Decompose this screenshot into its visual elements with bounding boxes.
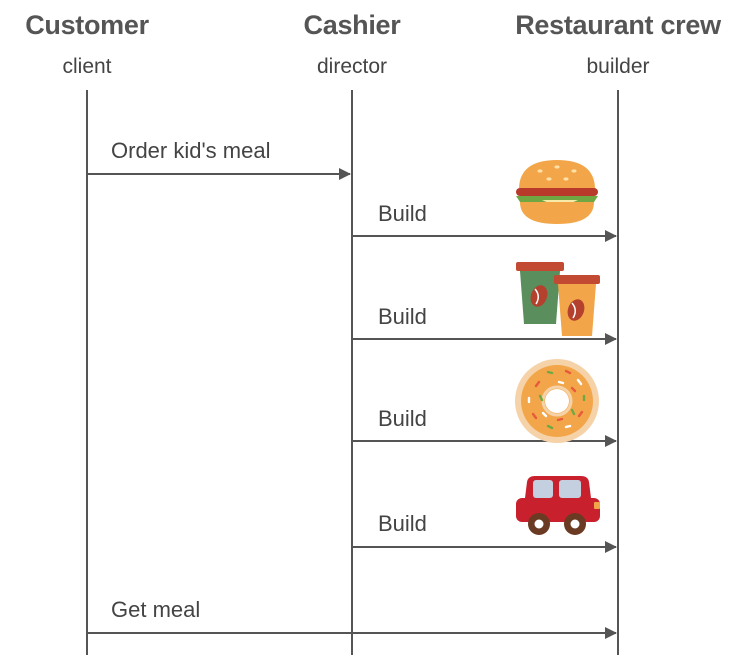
- message-label-build-1: Build: [378, 201, 427, 226]
- coffee-cups-icon: [516, 262, 600, 336]
- actor-customer-role: client: [62, 55, 112, 78]
- message-label-build-4: Build: [378, 511, 427, 536]
- toy-car-icon: [516, 476, 600, 535]
- message-label-build-3: Build: [378, 406, 427, 431]
- actor-restaurant-crew-title: Restaurant crew: [515, 10, 721, 40]
- message-label-build-2: Build: [378, 304, 427, 329]
- actor-cashier-role: director: [316, 55, 388, 78]
- actor-cashier-title: Cashier: [303, 10, 401, 40]
- message-label-order: Order kid's meal: [111, 138, 271, 163]
- message-label-get-meal: Get meal: [111, 597, 201, 622]
- actor-restaurant-crew-role: builder: [586, 55, 650, 78]
- actor-customer-title: Customer: [25, 10, 149, 40]
- donut-icon: [515, 359, 599, 443]
- burger-icon: [516, 160, 598, 224]
